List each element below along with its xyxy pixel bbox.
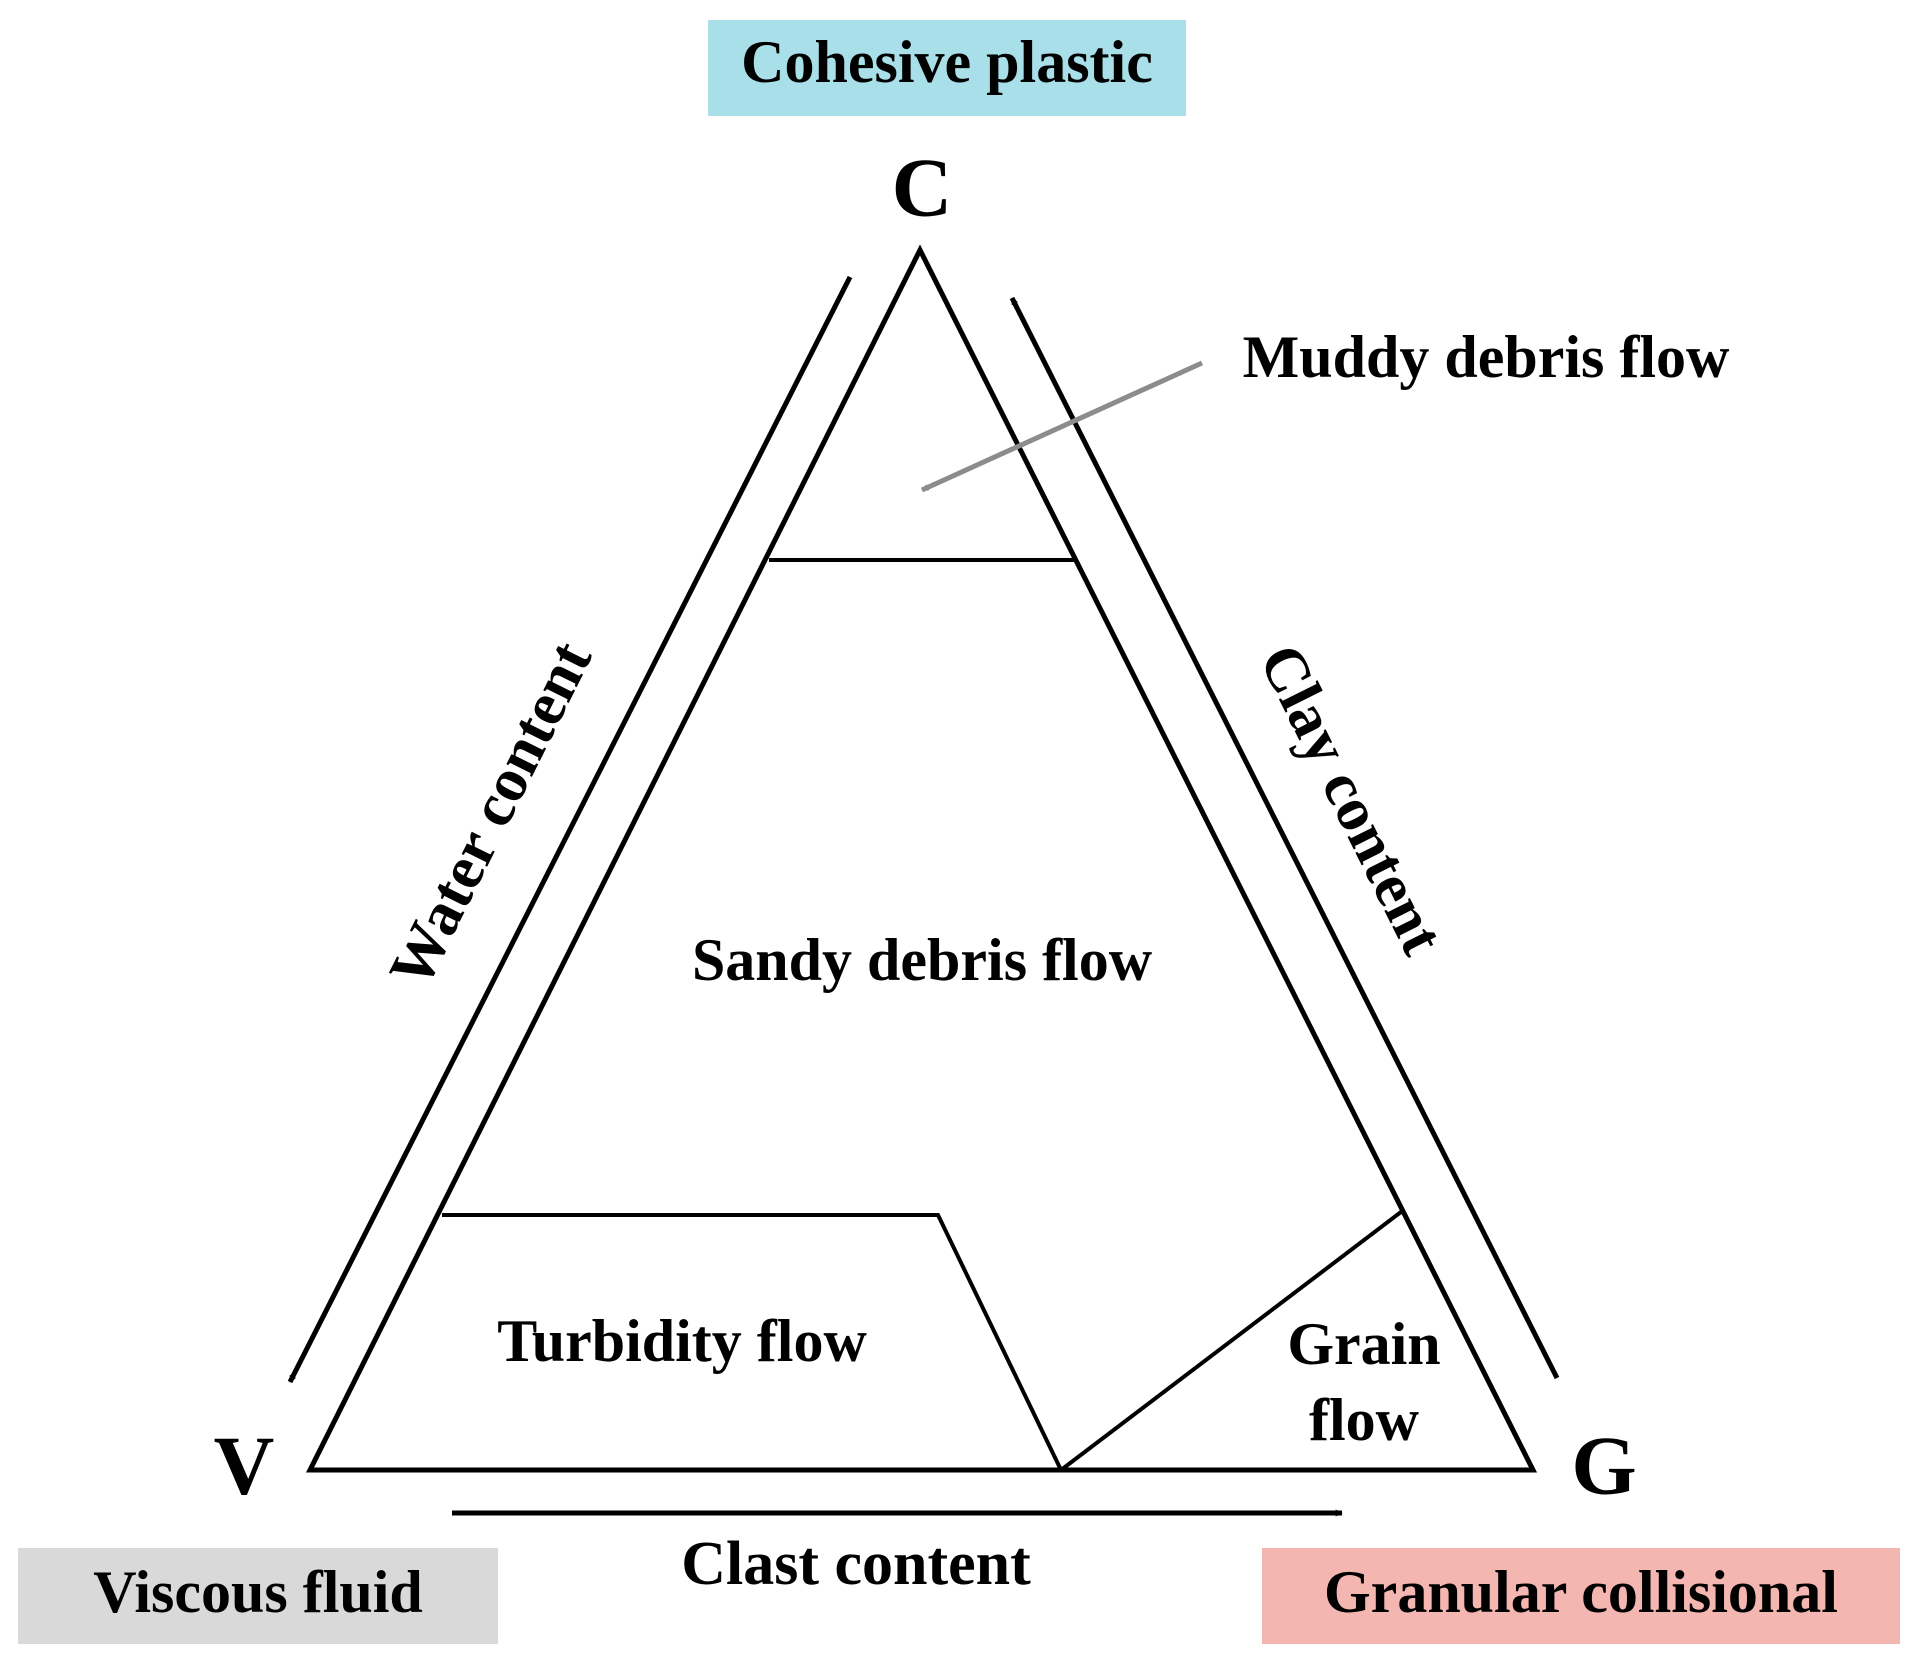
grain-flow-label-line2: flow <box>1309 1387 1420 1453</box>
sandy-debris-flow-label: Sandy debris flow <box>692 927 1153 993</box>
clast-content-label: Clast content <box>681 1530 1031 1598</box>
clay-content-arrow <box>1009 296 1560 1380</box>
clay-content-label: Clay content <box>1246 634 1457 965</box>
turbidity-flow-label: Turbidity flow <box>497 1308 867 1374</box>
classification-triangle <box>305 244 1538 1473</box>
vertex-c-label: C <box>892 141 953 234</box>
viscous-fluid-box <box>18 1548 498 1644</box>
granular-collisional-box <box>1262 1548 1900 1644</box>
cohesive-plastic-label: Cohesive plastic <box>741 29 1153 95</box>
granular-collisional-label: Granular collisional <box>1324 1559 1838 1625</box>
turbidity-boundary <box>442 1213 1063 1471</box>
vertex-v-label: V <box>214 1419 275 1512</box>
vertex-g-label: G <box>1571 1419 1636 1512</box>
grain-flow-boundary <box>1059 1210 1403 1472</box>
cohesive-plastic-box <box>708 20 1186 116</box>
muddy-debris-flow-label: Muddy debris flow <box>1243 324 1730 390</box>
grain-flow-label-line1: Grain <box>1287 1311 1440 1377</box>
viscous-fluid-label: Viscous fluid <box>93 1559 423 1625</box>
water-content-arrow <box>287 275 853 1384</box>
muddy-debris-pointer <box>920 360 1204 493</box>
